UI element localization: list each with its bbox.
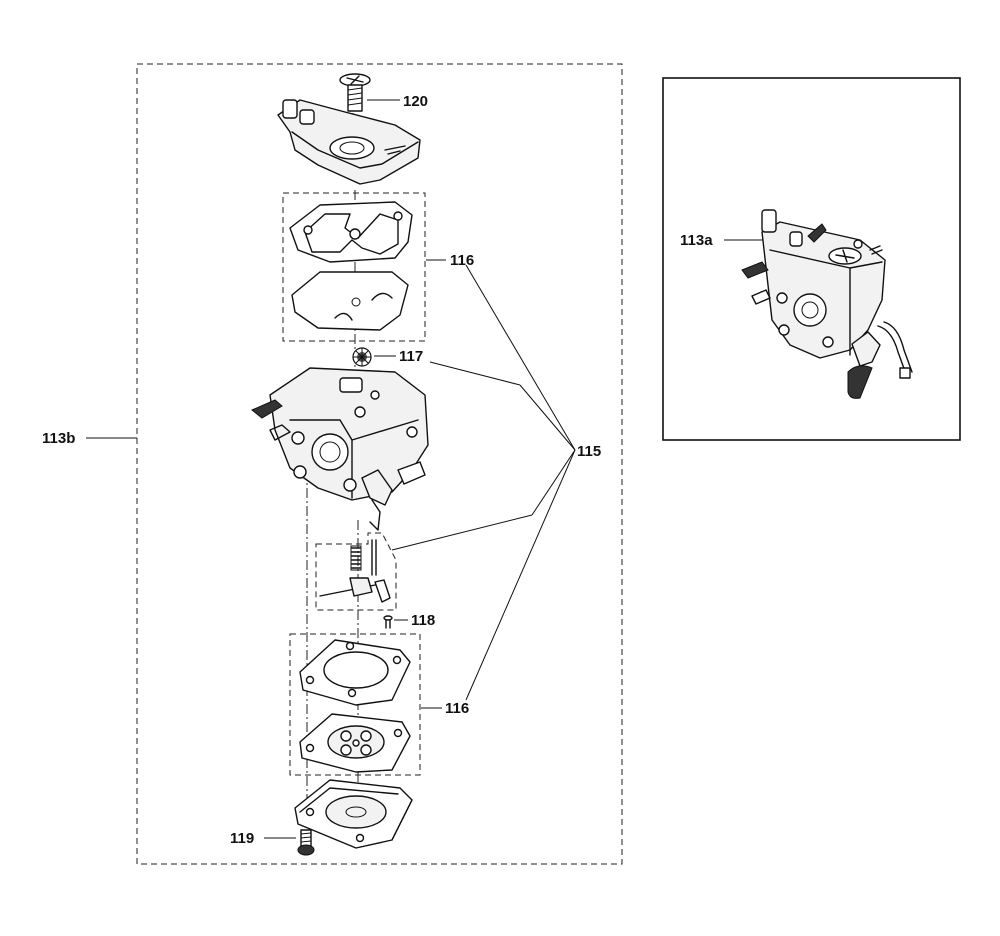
assembled-carburetor-113a: [741, 209, 913, 399]
inlet-needle-lever-assembly: [319, 539, 391, 603]
inlet-needle-group-frame: [315, 532, 397, 611]
leader-lines: [86, 99, 766, 839]
metering-diaphragm: [299, 713, 411, 773]
label-115: 115: [577, 443, 601, 460]
label-118: 118: [411, 612, 435, 629]
assembly-113a-inset-frame: [662, 77, 961, 441]
label-117: 117: [399, 348, 423, 365]
assembly-113b-frame: [136, 63, 623, 865]
screw-120: [339, 73, 371, 112]
screw-118: [383, 615, 393, 629]
pump-diaphragm-top: [291, 271, 409, 331]
metering-gasket-top: [289, 201, 413, 263]
label-116-bottom: 116: [445, 700, 469, 717]
carburetor-body: [251, 367, 429, 531]
label-113a: 113a: [680, 232, 713, 249]
label-120: 120: [403, 93, 428, 110]
gasket-set-116-top-frame: [282, 192, 426, 342]
metering-cover-plate: [294, 779, 413, 849]
carburetor-top-cover: [277, 99, 421, 185]
label-119: 119: [230, 830, 254, 847]
gasket-set-116-bottom-frame: [289, 633, 421, 776]
filter-screen-117: [352, 347, 372, 367]
screw-119: [297, 829, 315, 856]
metering-gasket-bottom: [299, 639, 411, 706]
label-116-top: 116: [450, 252, 474, 269]
label-113b: 113b: [42, 430, 75, 447]
